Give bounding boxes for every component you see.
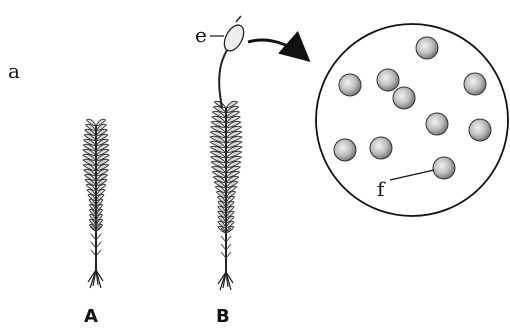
magnify-arrow: [248, 40, 306, 58]
label-plant-b: B: [216, 306, 230, 327]
sporophyte-seta: [219, 45, 230, 108]
label-e: e: [195, 23, 207, 47]
moss-plant-a: [83, 119, 109, 288]
label-plant-a: A: [84, 306, 98, 327]
spore: [433, 157, 455, 179]
capsule-lid: [236, 16, 241, 22]
spore: [377, 69, 399, 91]
spore-capsule: [220, 22, 247, 54]
label-a: a: [8, 59, 20, 83]
moss-plant-b: [210, 101, 242, 290]
spore: [393, 87, 415, 109]
spore: [416, 37, 438, 59]
spore: [370, 137, 392, 159]
spore: [464, 73, 486, 95]
spore: [469, 119, 491, 141]
spore: [334, 139, 356, 161]
spore: [426, 113, 448, 135]
spore: [339, 74, 361, 96]
